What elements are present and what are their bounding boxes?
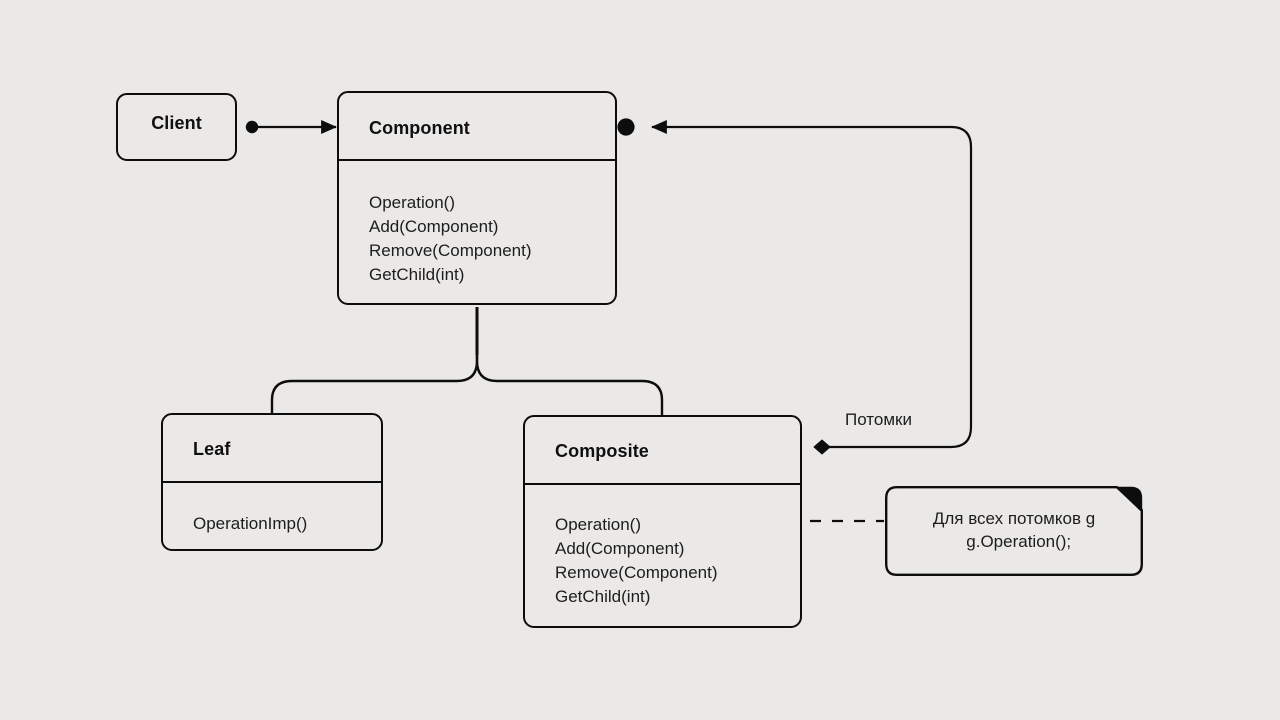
edge-composite-to-component [617,118,973,455]
class-members-leaf: OperationImp() [193,514,308,533]
generalization-branch-composite [475,355,664,415]
class-box-component[interactable]: Component Operation() Add(Component) Rem… [337,91,617,305]
class-name-composite: Composite [555,441,649,461]
aggregation-diamond-icon [813,439,831,455]
class-section-divider [163,481,381,483]
note-shape-with-folded-corner [885,486,1143,576]
class-section-divider [525,483,800,485]
class-box-client[interactable]: Client [116,93,237,161]
class-box-leaf[interactable]: Leaf OperationImp() [161,413,383,551]
edge-client-to-component [245,120,337,134]
class-name-client: Client [151,113,202,133]
generalization-branch-leaf [270,355,479,413]
edge-generalization-tree [270,307,664,415]
edge-label-potomki: Потомки [845,410,912,429]
class-box-composite[interactable]: Composite Operation() Add(Component) Rem… [523,415,802,628]
class-name-leaf: Leaf [193,439,231,459]
note-text: Для всех потомков g g.Operation(); [932,509,1096,551]
note-box[interactable]: Для всех потомков g g.Operation(); [885,486,1143,576]
association-source-dot-icon [245,120,259,134]
class-members-component: Operation() Add(Component) Remove(Compon… [369,193,532,284]
class-members-composite: Operation() Add(Component) Remove(Compon… [555,515,718,606]
class-section-divider [339,159,615,161]
note-corner-fold-icon [1116,486,1143,512]
aggregation-target-dot-icon [617,118,635,136]
class-name-component: Component [369,118,470,138]
aggregation-line [651,120,973,449]
